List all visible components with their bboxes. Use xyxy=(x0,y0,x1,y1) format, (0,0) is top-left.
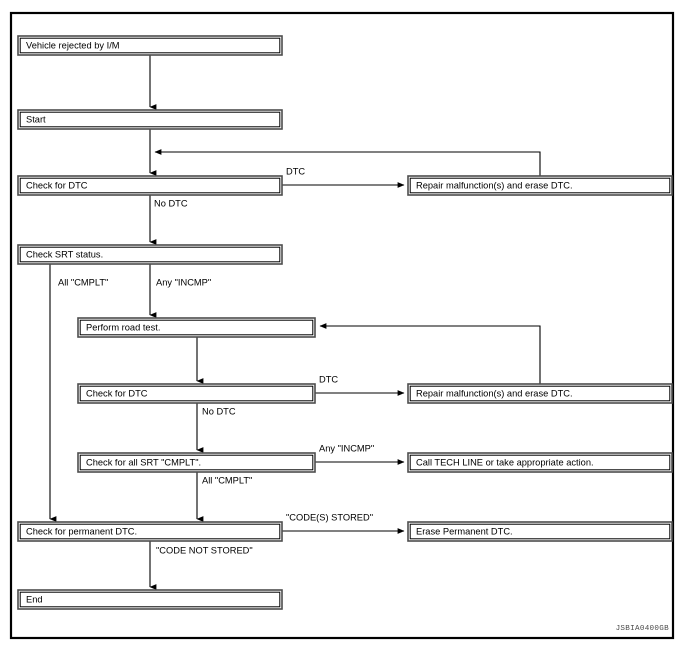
node-box-inner xyxy=(409,454,671,471)
node-label: End xyxy=(26,594,43,604)
node-call_tech_line[interactable]: Call TECH LINE or take appropriate actio… xyxy=(407,452,673,473)
node-box-outer xyxy=(77,452,316,473)
node-box-outer xyxy=(77,383,316,404)
node-box-outer xyxy=(77,317,316,338)
node-label: Check for DTC xyxy=(26,180,88,190)
connector-repair-2-feedback xyxy=(319,323,541,384)
edge-label-no_dtc_2: No DTC xyxy=(202,406,236,416)
node-repair_1[interactable]: Repair malfunction(s) and erase DTC. xyxy=(407,175,673,196)
node-box-inner xyxy=(19,591,281,608)
connector-repair-1-feedback xyxy=(154,149,541,176)
node-erase_permanent_dtc[interactable]: Erase Permanent DTC. xyxy=(407,521,673,542)
node-label: Erase Permanent DTC. xyxy=(416,526,513,536)
node-perform_road_test[interactable]: Perform road test. xyxy=(77,317,316,338)
edge-label-no_dtc_1: No DTC xyxy=(154,198,188,208)
node-label: Call TECH LINE or take appropriate actio… xyxy=(416,457,594,467)
node-check_dtc_1[interactable]: Check for DTC xyxy=(17,175,283,196)
edge-label-codes_stored: "CODE(S) STORED" xyxy=(286,512,373,522)
node-box-outer xyxy=(407,521,673,542)
node-box-inner xyxy=(19,37,281,54)
edge-label-all_cmplt_2: All "CMPLT" xyxy=(202,475,252,485)
node-repair_2[interactable]: Repair malfunction(s) and erase DTC. xyxy=(407,383,673,404)
edge-label-code_not_stored: "CODE NOT STORED" xyxy=(156,545,253,555)
node-vehicle_rejected[interactable]: Vehicle rejected by I/M xyxy=(17,35,283,56)
edge-label-dtc_1: DTC xyxy=(286,166,305,176)
node-label: Check for DTC xyxy=(86,388,148,398)
node-box-inner xyxy=(19,111,281,128)
node-box-inner xyxy=(79,454,314,471)
node-label: Check for all SRT "CMPLT". xyxy=(86,457,201,467)
edge-label-dtc_2: DTC xyxy=(319,374,338,384)
node-check_dtc_2[interactable]: Check for DTC xyxy=(77,383,316,404)
node-check_srt_status[interactable]: Check SRT status. xyxy=(17,244,283,265)
node-box-inner xyxy=(409,177,671,194)
edge-label-all_cmplt_1: All "CMPLT" xyxy=(58,277,108,287)
node-box-inner xyxy=(409,523,671,540)
node-box-outer xyxy=(407,175,673,196)
node-label: Start xyxy=(26,114,46,124)
node-box-outer xyxy=(407,452,673,473)
node-label: Vehicle rejected by I/M xyxy=(26,40,120,50)
node-box-inner xyxy=(79,319,314,336)
node-box-inner xyxy=(19,177,281,194)
node-box-inner xyxy=(19,523,281,540)
node-box-inner xyxy=(409,385,671,402)
figure-id-code: JSBIA0400GB xyxy=(616,625,670,633)
node-box-outer xyxy=(17,521,283,542)
node-box-outer xyxy=(17,175,283,196)
edge-labels-layer: DTC No DTC All "CMPLT" Any "INCMP" DTC No DTC… xyxy=(58,166,374,555)
node-box-outer xyxy=(17,244,283,265)
edge-label-any_incmp_1: Any "INCMP" xyxy=(156,277,211,287)
node-start[interactable]: Start xyxy=(17,109,283,130)
node-box-outer xyxy=(17,35,283,56)
node-box-outer xyxy=(17,589,283,610)
node-box-inner xyxy=(19,246,281,263)
node-label: Check SRT status. xyxy=(26,249,103,259)
node-box-outer xyxy=(17,109,283,130)
figure-border xyxy=(9,11,675,640)
connections-layer xyxy=(49,55,541,590)
node-box-inner xyxy=(79,385,314,402)
node-box-outer xyxy=(407,383,673,404)
node-label: Check for permanent DTC. xyxy=(26,526,137,536)
node-label: Repair malfunction(s) and erase DTC. xyxy=(416,180,573,190)
node-label: Repair malfunction(s) and erase DTC. xyxy=(416,388,573,398)
node-check_all_srt_cmplt[interactable]: Check for all SRT "CMPLT". xyxy=(77,452,316,473)
node-label: Perform road test. xyxy=(86,322,160,332)
edge-label-any_incmp_2: Any "INCMP" xyxy=(319,443,374,453)
node-end[interactable]: End xyxy=(17,589,283,610)
node-check_permanent_dtc[interactable]: Check for permanent DTC. xyxy=(17,521,283,542)
